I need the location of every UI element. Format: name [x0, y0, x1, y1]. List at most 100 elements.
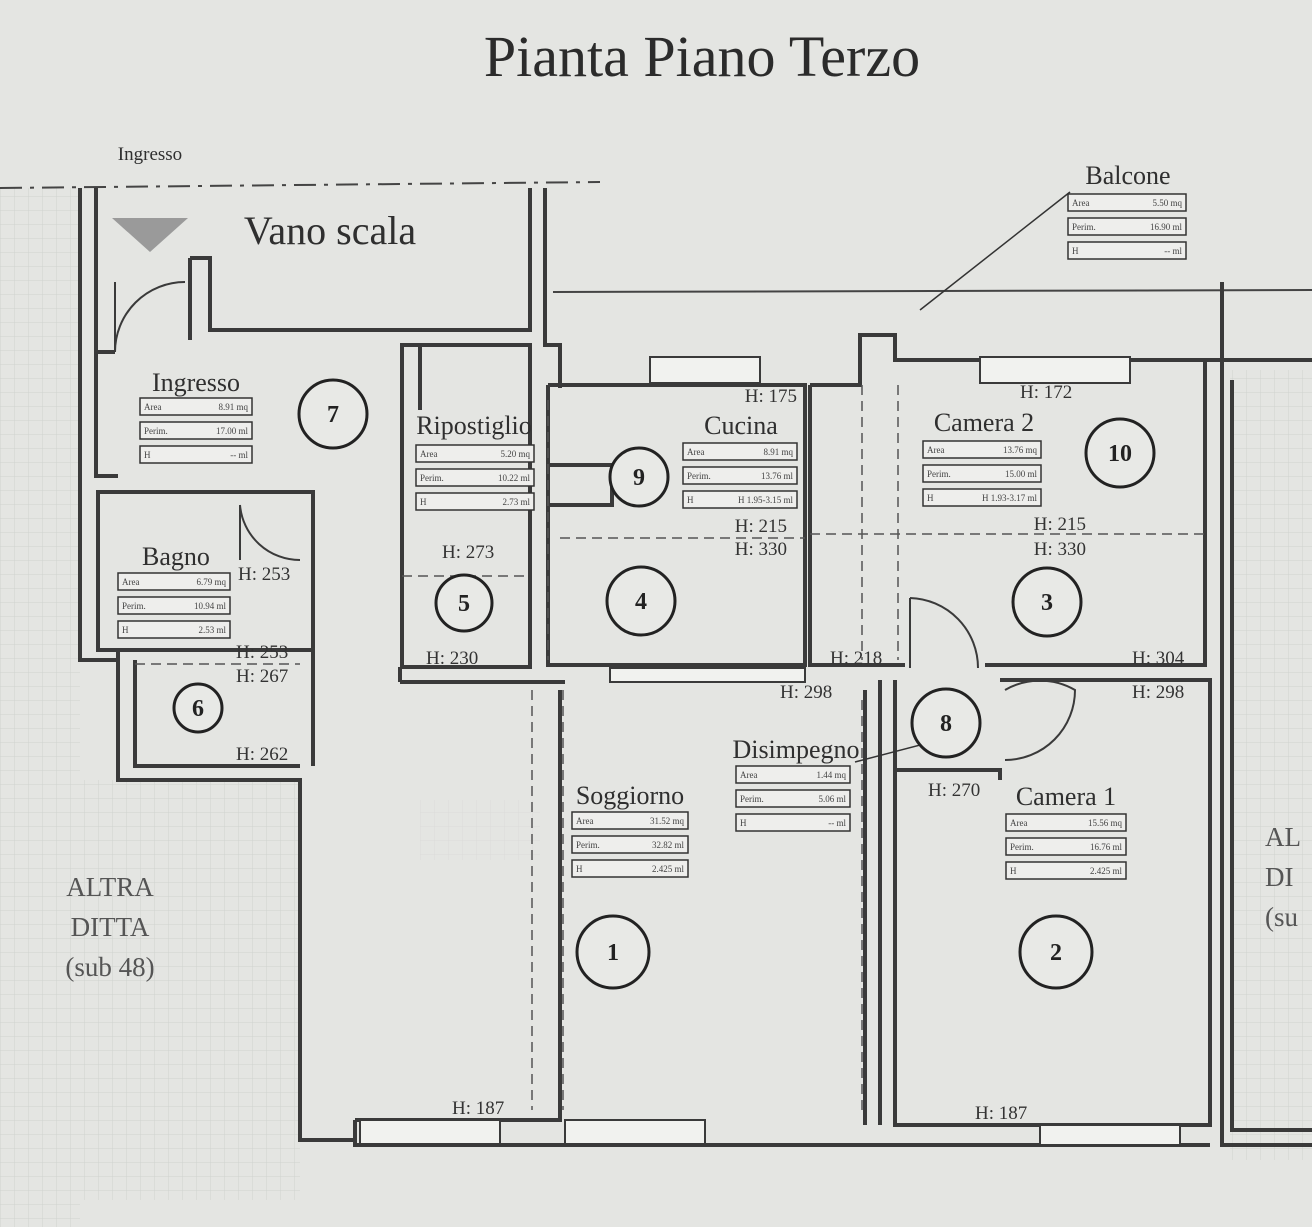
info-key-perim: Perim. — [1072, 222, 1096, 232]
walls — [78, 188, 1312, 1147]
balcone-leader — [919, 191, 1071, 311]
height-label: H: 215 — [1034, 514, 1086, 535]
info-value-area: 15.56 mq — [1088, 818, 1123, 828]
room-number-2: 2 — [1050, 940, 1062, 966]
info-value-perim: 32.82 ml — [652, 840, 685, 850]
info-value-h: H 1.95-3.15 ml — [738, 495, 793, 505]
height-label: H: 298 — [780, 682, 832, 703]
info-key-area: Area — [1010, 818, 1028, 828]
info-key-perim: Perim. — [576, 840, 600, 850]
boundary-lines — [0, 181, 1312, 293]
room-circle-3 — [1011, 566, 1083, 638]
other-company-left-2: DITTA — [71, 912, 150, 942]
info-row-area — [1005, 813, 1127, 832]
room-circle-2 — [1018, 914, 1094, 990]
other-company-right-2: DI — [1265, 862, 1294, 892]
info-row-h — [1005, 861, 1127, 880]
entrance-label: Ingresso — [118, 144, 182, 165]
info-row-h — [1067, 241, 1187, 260]
info-key-area: Area — [687, 447, 705, 457]
info-value-area: 1.44 mq — [816, 770, 846, 780]
info-value-h: -- ml — [230, 450, 248, 460]
info-key-h: H — [122, 625, 129, 635]
info-value-h: -- ml — [1164, 246, 1182, 256]
info-value-h: H 1.93-3.17 ml — [982, 493, 1037, 503]
info-value-perim: 10.94 ml — [194, 601, 227, 611]
info-value-perim: 13.76 ml — [761, 471, 794, 481]
room-circle-10 — [1084, 417, 1156, 489]
info-row-area — [735, 765, 851, 784]
info-row-perim — [571, 835, 689, 854]
info-row-area — [117, 572, 231, 591]
height-label: H: 187 — [975, 1103, 1027, 1124]
room-number-10: 10 — [1108, 441, 1132, 467]
info-key-h: H — [740, 818, 747, 828]
info-key-perim: Perim. — [144, 426, 168, 436]
info-value-area: 31.52 mq — [650, 816, 685, 826]
room-number-9: 9 — [633, 465, 645, 491]
info-row-perim — [415, 468, 535, 487]
info-row-h — [117, 620, 231, 639]
info-key-perim: Perim. — [420, 473, 444, 483]
info-key-area: Area — [420, 449, 438, 459]
height-label: H: 187 — [452, 1098, 504, 1119]
info-value-perim: 16.76 ml — [1090, 842, 1123, 852]
info-key-perim: Perim. — [687, 471, 711, 481]
outside-grid-left-bottom — [0, 780, 300, 1200]
room-name-ingresso: Ingresso — [152, 368, 240, 397]
room-name-disimpegno: Disimpegno — [732, 735, 859, 764]
info-key-h: H — [687, 495, 694, 505]
info-row-perim — [1067, 217, 1187, 236]
room-name-camera-1: Camera 1 — [1016, 782, 1116, 811]
info-value-area: 6.79 mq — [196, 577, 226, 587]
room-name-soggiorno: Soggiorno — [576, 781, 684, 810]
room-circle-1 — [575, 914, 651, 990]
info-value-h: 2.73 ml — [502, 497, 530, 507]
info-key-area: Area — [927, 445, 945, 455]
height-label: H: 175 — [745, 386, 797, 407]
grid-fade — [420, 800, 540, 860]
height-label: H: 262 — [236, 744, 288, 765]
info-value-area: 5.20 mq — [500, 449, 530, 459]
info-row-perim — [117, 596, 231, 615]
info-key-perim: Perim. — [740, 794, 764, 804]
room-number-8: 8 — [940, 711, 952, 737]
room-number-4: 4 — [635, 589, 647, 615]
room-name-cucina: Cucina — [704, 411, 778, 440]
room-circle-9 — [608, 446, 670, 508]
info-key-h: H — [1010, 866, 1017, 876]
info-value-h: 2.425 ml — [1090, 866, 1123, 876]
info-row-area — [139, 397, 253, 416]
room-info-boxes: Area 31.52 mq Perim. 32.82 ml H 2.425 ml Area 1… — [117, 193, 1187, 880]
height-label: H: 230 — [426, 648, 478, 669]
room-number-5: 5 — [458, 591, 470, 617]
info-value-area: 8.91 mq — [763, 447, 793, 457]
info-key-h: H — [420, 497, 427, 507]
info-row-area — [922, 440, 1042, 459]
info-row-perim — [922, 464, 1042, 483]
info-row-perim — [735, 789, 851, 808]
outside-grid-right — [1230, 370, 1312, 1160]
height-label: H: 330 — [1034, 539, 1086, 560]
room-circle-5 — [434, 573, 494, 633]
info-key-area: Area — [122, 577, 140, 587]
info-row-h — [682, 490, 798, 509]
height-label: H: 304 — [1132, 648, 1185, 669]
info-row-perim — [682, 466, 798, 485]
height-label: H: 215 — [735, 516, 787, 537]
info-row-perim — [1005, 837, 1127, 856]
room-number-7: 7 — [327, 402, 339, 428]
info-key-area: Area — [1072, 198, 1090, 208]
info-row-h — [415, 492, 535, 511]
info-row-h — [139, 445, 253, 464]
info-row-h — [571, 859, 689, 878]
info-key-area: Area — [576, 816, 594, 826]
height-label: H: 273 — [442, 542, 494, 563]
dashed-lines — [135, 385, 1205, 1115]
room-number-6: 6 — [192, 696, 204, 722]
windows — [359, 356, 1181, 1146]
other-company-left-1: ALTRA — [66, 872, 154, 902]
info-key-h: H — [927, 493, 934, 503]
info-key-h: H — [576, 864, 583, 874]
